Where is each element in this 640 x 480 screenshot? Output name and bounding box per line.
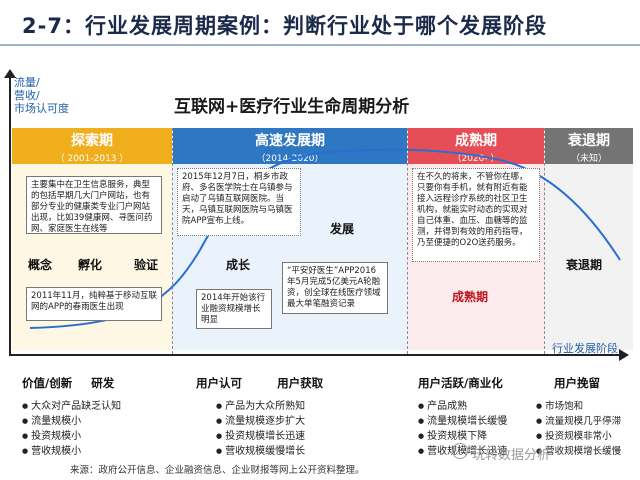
stage-divider (544, 128, 545, 354)
bottom-head: 用户认可 (196, 376, 242, 390)
mature-vision-box: 在不久的将来，不管你在哪，只要你有手机，就有附近有能接入远程诊疗系统的社区卫生机… (412, 168, 540, 262)
stage-word-concept: 概念 (28, 258, 53, 272)
stage-word-growth: 成长 (226, 258, 251, 272)
stage-word-validate: 验证 (134, 258, 159, 272)
y-axis-label-line-3: 市场认可度 (14, 102, 69, 115)
bottom-heads: 价值/创新 研发 (22, 372, 172, 391)
stage-name: 衰退期 (568, 133, 610, 149)
bottom-heads: 用户活跃/商业化 (418, 372, 542, 391)
bottom-head: 价值/创新 (22, 376, 73, 390)
x-axis-label: 行业发展阶段 (552, 342, 618, 355)
stage-word-decline: 衰退期 (566, 258, 603, 272)
bottom-heads: 用户挽留 (536, 372, 638, 391)
list-item: 流量规模增长缓慢 (418, 414, 542, 429)
bottom-list: 大众对产品缺乏认知 流量规模小 投资规模小 营收规模小 (22, 399, 172, 459)
stage-header-exploration: 探索期 （ 2001-2013 ） (12, 128, 172, 164)
bottom-head: 用户挽留 (554, 376, 600, 390)
list-item: 流量规模几乎停滞 (536, 414, 638, 429)
stage-name: 成熟期 (455, 133, 497, 149)
stage-name: 高速发展期 (255, 133, 325, 149)
stage-word-develop: 发展 (330, 222, 355, 236)
bottom-head: 用户获取 (277, 376, 324, 390)
growth-financing-box: 2014年开始该行业融资规模增长明显 (196, 289, 272, 329)
list-item: 营收规模缓慢增长 (216, 444, 396, 459)
bottom-list: 市场饱和 流量规模几乎停滞 投资规模非常小 营收规模增长缓慢 (536, 399, 638, 459)
list-item: 投资规模非常小 (536, 429, 638, 444)
y-axis (9, 75, 11, 355)
list-item: 投资规模小 (22, 429, 172, 444)
stage-name: 探索期 (71, 133, 113, 149)
diagram-subtitle: 互联网+医疗行业生命周期分析 (174, 97, 410, 117)
stage-word-incubate: 孵化 (78, 258, 103, 272)
page-title: 2-7：行业发展周期案例：判断行业处于哪个发展阶段 (22, 14, 547, 38)
y-axis-label-line-1: 流量/ (14, 76, 40, 89)
stage-period: （ 2001-2013 ） (55, 154, 129, 164)
source-note: 来源：政府公开信息、企业融资信息、企业财报等网上公开资料整理。 (70, 465, 365, 476)
bottom-column-decline: 用户挽留 市场饱和 流量规模几乎停滞 投资规模非常小 营收规模增长缓慢 (536, 372, 638, 459)
stage-header-mature: 成熟期 （2020- ） (408, 128, 544, 164)
y-axis-label: 流量/ 营收/ 市场认可度 (14, 76, 69, 115)
stage-header-decline: 衰退期 （未知） (545, 128, 633, 164)
watermark-text: 玩转数据分析 (472, 448, 551, 463)
bottom-head: 研发 (91, 376, 115, 390)
bottom-column-growth: 用户认可 用户获取 产品为大众所熟知 流量规模逐步扩大 投资规模增长迅速 营收规… (196, 372, 396, 459)
watermark-logo-icon (452, 443, 468, 459)
stage-header-growth: 高速发展期 （2014-2020） (173, 128, 407, 164)
list-item: 营收规模增长缓慢 (536, 444, 638, 459)
y-axis-arrow (4, 69, 16, 78)
y-axis-label-line-2: 营收/ (14, 89, 40, 102)
growth-wuzhen-box: 2015年12月7日，桐乡市政府、多名医学院士在乌镇参与启动了乌镇互联网医院。当… (177, 168, 301, 236)
exploration-info-box: 主要集中在卫生信息服务，典型的包括早期几大门户网站，也有部分专业的健康类专业门户… (26, 176, 162, 234)
stage-divider (407, 128, 408, 354)
list-item: 产品成熟 (418, 399, 542, 414)
list-item: 流量规模逐步扩大 (216, 414, 396, 429)
exploration-milestone-box: 2011年11月，纯粹基于移动互联网的APP的春雨医生出现 (26, 287, 162, 321)
list-item: 投资规模增长迅速 (216, 429, 396, 444)
list-item: 流量规模小 (22, 414, 172, 429)
list-item: 大众对产品缺乏认知 (22, 399, 172, 414)
stage-period: （未知） (570, 154, 607, 164)
list-item: 产品为大众所熟知 (216, 399, 396, 414)
bottom-heads: 用户认可 用户获取 (196, 372, 396, 391)
stage-word-mature: 成熟期 (452, 290, 489, 304)
list-item: 营收规模小 (22, 444, 172, 459)
title-divider (0, 44, 640, 46)
list-item: 市场饱和 (536, 399, 638, 414)
bottom-head: 用户活跃/商业化 (418, 376, 503, 390)
growth-pingan-box: “平安好医生”APP2016年5月完成5亿美元A轮融资，创全球在线医疗领域最大单… (282, 262, 388, 314)
stage-bg-decline (545, 128, 633, 350)
list-item: 投资规模下降 (418, 429, 542, 444)
stage-divider (172, 128, 173, 354)
bottom-list: 产品为大众所熟知 流量规模逐步扩大 投资规模增长迅速 营收规模缓慢增长 (216, 399, 396, 459)
stage-period: （2020- ） (452, 154, 500, 164)
x-axis-arrow (619, 349, 629, 361)
bottom-column-exploration: 价值/创新 研发 大众对产品缺乏认知 流量规模小 投资规模小 营收规模小 (22, 372, 172, 459)
x-axis (9, 354, 621, 356)
